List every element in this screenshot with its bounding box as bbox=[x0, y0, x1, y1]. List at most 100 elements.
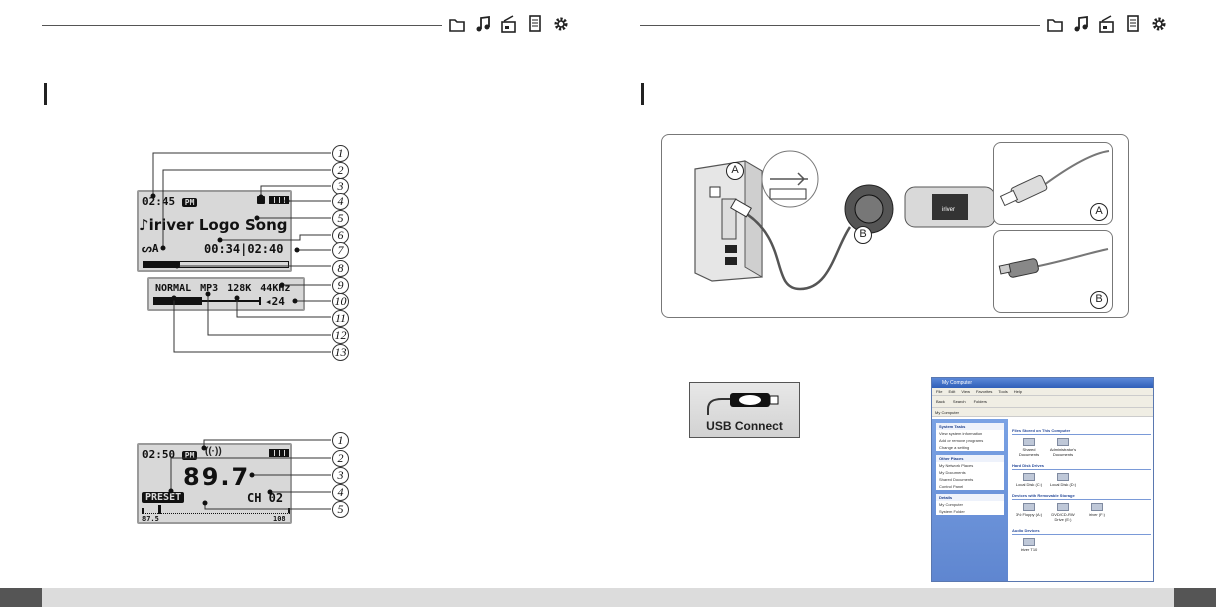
menu-item[interactable]: Tools bbox=[998, 389, 1008, 394]
callout-number: 4 bbox=[332, 484, 349, 501]
task-panel-title[interactable]: Details bbox=[936, 494, 1004, 501]
callout-number: 5 bbox=[332, 501, 349, 518]
callout-number: 1 bbox=[332, 432, 349, 449]
drive-icon bbox=[1057, 473, 1069, 481]
header-icons-left bbox=[448, 14, 570, 34]
drive-icon bbox=[1091, 503, 1103, 511]
drive-icon bbox=[1057, 503, 1069, 511]
drive-item[interactable]: Local Disk (D:) bbox=[1048, 473, 1078, 487]
song-title: ♪iriver Logo Song bbox=[139, 216, 288, 234]
radio-clock-time: 02:50 bbox=[142, 448, 176, 461]
drive-item[interactable]: Shared Documents bbox=[1014, 438, 1044, 457]
drive-item[interactable]: iriver (F:) bbox=[1082, 503, 1112, 517]
callout-number: 11 bbox=[332, 310, 349, 327]
search-button[interactable]: Search bbox=[952, 399, 966, 404]
range-max: 108 bbox=[273, 515, 286, 523]
drive-label: Local Disk (D:) bbox=[1049, 482, 1077, 487]
task-link[interactable]: My Computer bbox=[939, 502, 964, 507]
drive-item[interactable]: Local Disk (C:) bbox=[1014, 473, 1044, 487]
menu-item[interactable]: View bbox=[961, 389, 970, 394]
ab-repeat-icon: ᔕ bbox=[142, 242, 152, 255]
group-header: Devices with Removable Storage bbox=[1012, 493, 1151, 500]
radio-clock-ampm: PM bbox=[181, 451, 198, 460]
device-brand-text: iriver bbox=[942, 207, 955, 213]
label-b: B bbox=[1090, 291, 1108, 309]
label-b-top: B bbox=[854, 226, 872, 244]
eq-mode: NORMAL bbox=[155, 283, 192, 294]
file-format: MP3 bbox=[200, 283, 219, 294]
task-panel-title[interactable]: Other Places bbox=[936, 455, 1004, 462]
drive-label: iriver (F:) bbox=[1089, 512, 1105, 517]
lock-icon bbox=[257, 196, 265, 204]
callout-number: 7 bbox=[332, 242, 349, 259]
callout-number: 3 bbox=[332, 467, 349, 484]
callout-number: 13 bbox=[332, 344, 349, 361]
task-link[interactable]: View system information bbox=[939, 431, 983, 436]
radio-frequency: 89.7 bbox=[183, 463, 251, 491]
range-min: 87.5 bbox=[142, 515, 159, 523]
eq-bar bbox=[153, 297, 261, 305]
drive-item[interactable]: Administrator's Documents bbox=[1048, 438, 1078, 457]
drive-icon bbox=[1057, 438, 1069, 446]
callout-number: 12 bbox=[332, 327, 349, 344]
folders-button[interactable]: Folders bbox=[973, 399, 987, 404]
section-marker-right bbox=[641, 83, 644, 105]
callout-number: 5 bbox=[332, 210, 349, 227]
drive-item[interactable]: iriver T10 bbox=[1014, 538, 1044, 552]
drive-label: Shared Documents bbox=[1018, 447, 1040, 457]
callout-number: 1 bbox=[332, 145, 349, 162]
task-link[interactable]: System Folder bbox=[939, 509, 965, 514]
task-link[interactable]: My Network Places bbox=[939, 463, 974, 468]
mini-usb-plug-illustration bbox=[998, 248, 1109, 278]
footer-bar bbox=[0, 588, 1216, 607]
menu-item[interactable]: Edit bbox=[948, 389, 956, 394]
gear-icon bbox=[552, 14, 570, 34]
preset-label: PRESET bbox=[142, 492, 185, 503]
progress-track bbox=[143, 261, 289, 268]
connection-diagram: iriver A B A B bbox=[661, 134, 1129, 318]
menu-item[interactable]: Favorites bbox=[975, 389, 993, 394]
bitrate: 128K bbox=[227, 283, 252, 294]
playback-lcd: 02:45 PM ♪iriver Logo Song ᔕA 00:34|02:4… bbox=[137, 190, 292, 272]
progress-fill bbox=[144, 262, 180, 267]
callout-number: 4 bbox=[332, 193, 349, 210]
music-note-icon bbox=[474, 14, 492, 34]
tuning-scale bbox=[142, 505, 290, 514]
ab-mode: A bbox=[151, 242, 159, 255]
elapsed-total-time: 00:34|02:40 bbox=[204, 242, 284, 256]
menu-item[interactable]: Help bbox=[1013, 389, 1022, 394]
window-menu: File Edit View Favorites Tools Help bbox=[932, 388, 1153, 396]
task-link[interactable]: Control Panel bbox=[939, 484, 964, 489]
radio-icon bbox=[1098, 14, 1116, 34]
drive-label: Local Disk (C:) bbox=[1015, 482, 1043, 487]
menu-item[interactable]: File bbox=[936, 389, 943, 394]
text-document-icon bbox=[1124, 14, 1142, 34]
drive-item[interactable]: DVD/CD-RW Drive (E:) bbox=[1048, 503, 1078, 522]
folder-icon bbox=[1046, 14, 1064, 34]
radio-lcd: 02:50 PM ((·)) 89.7 PRESET CH 02 87.5 10… bbox=[137, 443, 292, 524]
address-bar[interactable]: My Computer bbox=[932, 408, 1153, 417]
back-button[interactable]: Back bbox=[936, 399, 945, 404]
usb-plug-icon bbox=[707, 393, 779, 415]
clock-time: 02:45 bbox=[142, 195, 176, 208]
radio-battery-icon bbox=[269, 449, 289, 457]
task-panel-title[interactable]: System Tasks bbox=[936, 423, 1004, 430]
radio-channel: CH 02 bbox=[247, 491, 284, 505]
drive-label: iriver T10 bbox=[1020, 547, 1038, 552]
task-link[interactable]: Change a setting bbox=[939, 445, 970, 450]
my-computer-window: My Computer File Edit View Favorites Tools He… bbox=[931, 377, 1154, 582]
task-link[interactable]: My Documents bbox=[939, 470, 966, 475]
speaker-icon: ◂ bbox=[265, 295, 272, 308]
pc-to-player-illustration: iriver bbox=[694, 150, 996, 291]
task-link[interactable]: Shared Documents bbox=[939, 477, 974, 482]
connector-b-box: B bbox=[993, 230, 1113, 313]
signal-icon: ((·)) bbox=[205, 446, 222, 457]
drive-item[interactable]: 3½ Floppy (A:) bbox=[1014, 503, 1044, 517]
gear-icon bbox=[1150, 14, 1168, 34]
drive-icon bbox=[1023, 473, 1035, 481]
header-rule-right bbox=[640, 25, 1040, 26]
task-link[interactable]: Add or remove programs bbox=[939, 438, 984, 443]
